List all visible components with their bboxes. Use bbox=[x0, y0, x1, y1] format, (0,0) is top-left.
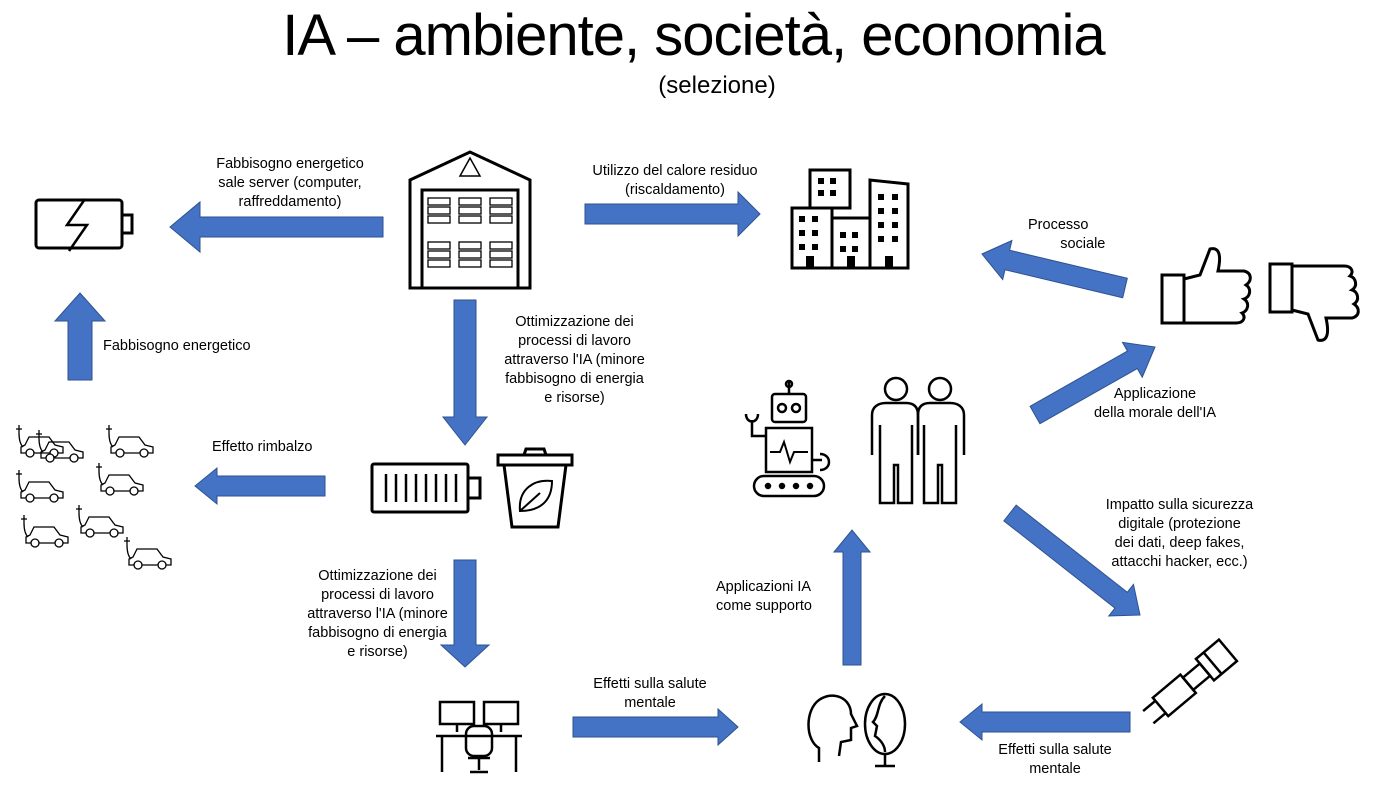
label-optimization-2: Ottimizzazione dei processi di lavoro at… bbox=[307, 568, 448, 660]
arrow-up-support bbox=[832, 529, 872, 666]
label-server-energy: Fabbisogno energetico sale server (compu… bbox=[216, 156, 364, 210]
label-ai-support: Applicazioni IA come supporto bbox=[716, 579, 812, 614]
label-residual-heat: Utilizzo del calore residuo (riscaldamen… bbox=[592, 163, 758, 198]
page-title: IA – ambiente, società, economia bbox=[282, 3, 1105, 68]
buildings-icon bbox=[790, 168, 910, 270]
arrow-down-workstation-shape bbox=[439, 559, 491, 668]
arrow-ai-morals-shape bbox=[1029, 341, 1156, 425]
arrow-social-process-shape bbox=[981, 239, 1128, 299]
workstation-icon bbox=[436, 700, 522, 774]
heads-icon bbox=[807, 692, 907, 768]
electric-cars-icon bbox=[15, 424, 172, 570]
arrow-digital-security-shape bbox=[1003, 504, 1141, 617]
server-room-icon bbox=[408, 150, 532, 290]
battery-charging-icon bbox=[34, 198, 134, 252]
arrow-down-optimization bbox=[441, 299, 489, 446]
arrow-mental-health-1 bbox=[572, 707, 739, 747]
arrow-down-optimization-shape bbox=[441, 299, 489, 446]
arrow-to-buildings-shape bbox=[584, 190, 761, 238]
label-optimization-1: Ottimizzazione dei processi di lavoro at… bbox=[504, 314, 645, 406]
arrow-to-buildings bbox=[584, 190, 761, 238]
arrow-to-battery bbox=[169, 200, 384, 254]
label-mental-health-2: Effetti sulla salute mentale bbox=[998, 742, 1112, 777]
arrow-up-energy-shape bbox=[53, 292, 107, 381]
label-social-process: Processo sociale bbox=[1028, 217, 1106, 252]
label-mental-health-1: Effetti sulla salute mentale bbox=[593, 676, 707, 711]
label-digital-security: Impatto sulla sicurezza digitale (protez… bbox=[1105, 497, 1254, 570]
robot-icon bbox=[744, 379, 831, 498]
arrow-rebound-shape bbox=[194, 466, 326, 506]
arrow-ai-morals bbox=[1029, 341, 1156, 425]
thumbs-down-icon bbox=[1268, 262, 1360, 342]
arrow-mental-health-2-shape bbox=[959, 702, 1131, 742]
label-ai-morals: Applicazione della morale dell'IA bbox=[1093, 386, 1217, 421]
arrow-up-energy bbox=[53, 292, 107, 381]
arrow-social-process bbox=[981, 239, 1128, 299]
seatbelt-icon bbox=[1142, 637, 1239, 725]
battery-icon bbox=[370, 462, 482, 514]
arrow-down-workstation bbox=[439, 559, 491, 668]
label-rebound: Effetto rimbalzo bbox=[212, 439, 313, 455]
people-icon bbox=[870, 376, 966, 505]
compost-bin-icon bbox=[496, 447, 574, 529]
arrow-up-support-shape bbox=[832, 529, 872, 666]
label-energy-need: Fabbisogno energetico bbox=[103, 338, 251, 354]
arrow-to-battery-shape bbox=[169, 200, 384, 254]
arrow-digital-security bbox=[1003, 504, 1141, 617]
arrow-rebound bbox=[194, 466, 326, 506]
arrow-mental-health-1-shape bbox=[572, 707, 739, 747]
thumbs-up-icon bbox=[1160, 247, 1252, 325]
page-subtitle: (selezione) bbox=[658, 72, 776, 99]
arrow-mental-health-2 bbox=[959, 702, 1131, 742]
